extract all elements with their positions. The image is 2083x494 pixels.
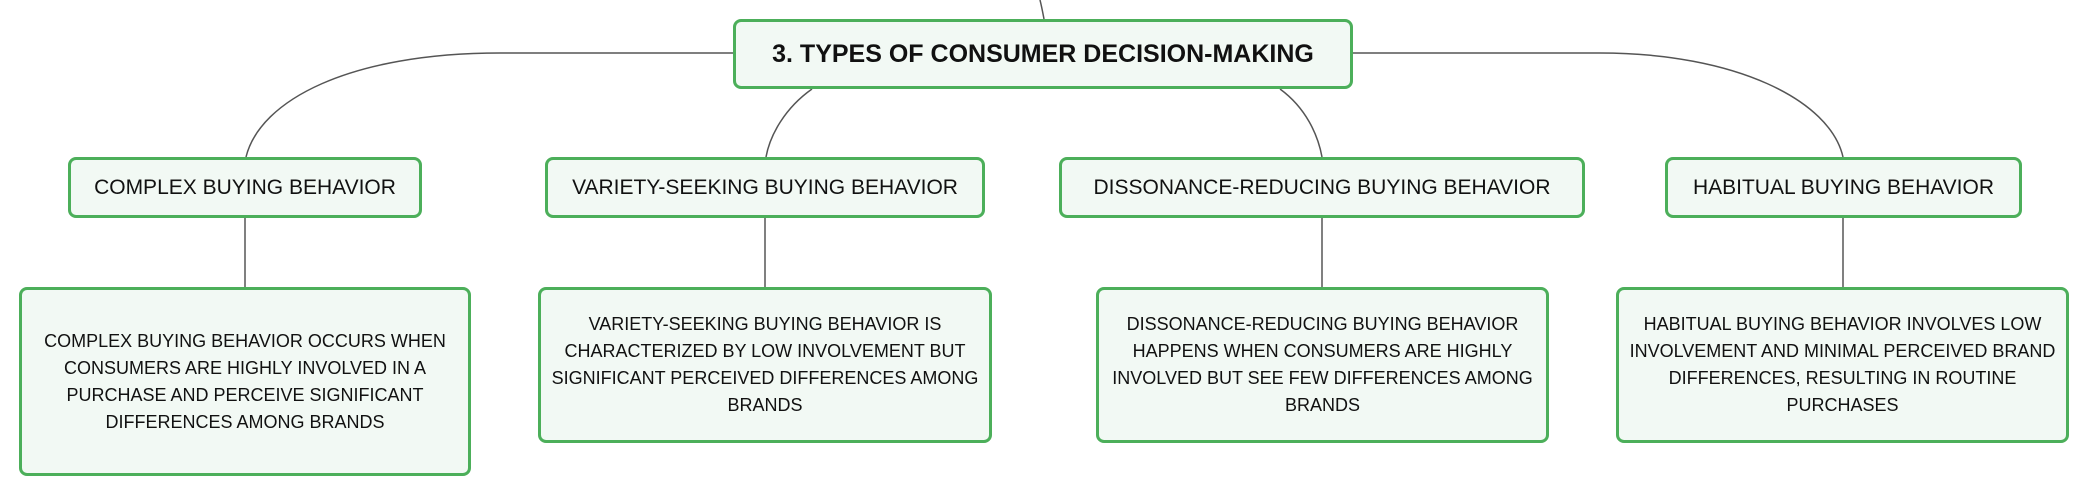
connector-root-to-dissonance-reducing xyxy=(1279,88,1323,158)
description-variety-seeking-buying-behavior: VARIETY-SEEKING BUYING BEHAVIOR IS CHARA… xyxy=(538,287,992,443)
root-node: 3. TYPES OF CONSUMER DECISION-MAKING xyxy=(733,19,1353,89)
description-text: COMPLEX BUYING BEHAVIOR OCCURS WHEN CONS… xyxy=(44,330,446,432)
description-complex-buying-behavior: COMPLEX BUYING BEHAVIOR OCCURS WHEN CONS… xyxy=(19,287,471,476)
category-complex-buying-behavior: COMPLEX BUYING BEHAVIOR xyxy=(68,157,422,218)
description-text: HABITUAL BUYING BEHAVIOR INVOLVES LOW IN… xyxy=(1629,314,2056,415)
category-variety-seeking-buying-behavior: VARIETY-SEEKING BUYING BEHAVIOR xyxy=(545,157,985,218)
connector-root-to-complex xyxy=(245,52,733,158)
connector-root-to-variety-seeking xyxy=(765,88,813,158)
category-label: DISSONANCE-REDUCING BUYING BEHAVIOR xyxy=(1093,175,1551,199)
category-label: VARIETY-SEEKING BUYING BEHAVIOR xyxy=(572,175,958,199)
category-dissonance-reducing-buying-behavior: DISSONANCE-REDUCING BUYING BEHAVIOR xyxy=(1059,157,1585,218)
root-node-label: 3. TYPES OF CONSUMER DECISION-MAKING xyxy=(772,39,1314,68)
description-habitual-buying-behavior: HABITUAL BUYING BEHAVIOR INVOLVES LOW IN… xyxy=(1616,287,2069,443)
category-label: COMPLEX BUYING BEHAVIOR xyxy=(94,175,396,199)
description-dissonance-reducing-buying-behavior: DISSONANCE-REDUCING BUYING BEHAVIOR HAPP… xyxy=(1096,287,1549,443)
connector-parent-to-root xyxy=(1039,0,1045,20)
connector-root-to-habitual xyxy=(1353,52,1844,158)
description-text: DISSONANCE-REDUCING BUYING BEHAVIOR HAPP… xyxy=(1112,314,1533,415)
description-text: VARIETY-SEEKING BUYING BEHAVIOR IS CHARA… xyxy=(551,314,979,415)
category-habitual-buying-behavior: HABITUAL BUYING BEHAVIOR xyxy=(1665,157,2022,218)
category-label: HABITUAL BUYING BEHAVIOR xyxy=(1692,175,1995,199)
